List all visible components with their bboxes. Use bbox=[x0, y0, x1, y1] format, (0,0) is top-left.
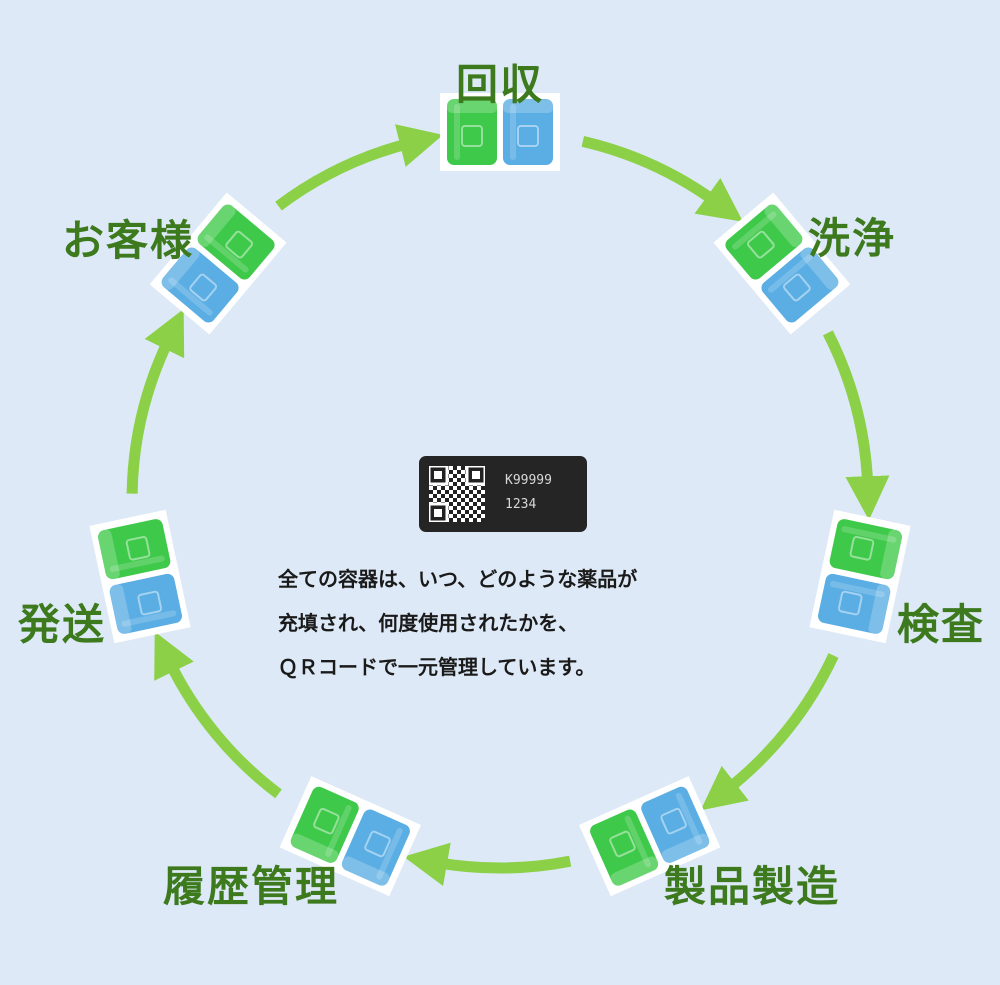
cycle-arrow bbox=[581, 136, 743, 222]
cycle-arrow bbox=[126, 309, 185, 494]
container-pair bbox=[149, 192, 287, 335]
stage-label-inspection: 検査 bbox=[897, 600, 986, 649]
qr-code-icon bbox=[429, 466, 485, 522]
stage-label-collection: 回収 bbox=[456, 60, 545, 109]
description-line-1: 全ての容器は、いつ、どのような薬品が bbox=[278, 567, 638, 591]
stage-label-washing: 洗浄 bbox=[808, 214, 897, 263]
container-pair bbox=[809, 509, 911, 644]
description-line-3: ＱＲコードで一元管理しています。 bbox=[278, 655, 596, 679]
cycle-arrow bbox=[154, 631, 282, 799]
qr-card-number: 1234 bbox=[505, 497, 537, 512]
cycle-arrow bbox=[275, 124, 444, 211]
stage-label-shipping: 発送 bbox=[18, 600, 107, 649]
qr-card-id: K99999 bbox=[505, 473, 552, 488]
cycle-arrow bbox=[700, 653, 839, 811]
container-pair bbox=[279, 776, 421, 897]
container-pair bbox=[440, 93, 560, 171]
container-pair bbox=[579, 776, 721, 897]
description-text: 全ての容器は、いつ、どのような薬品が 充填され、何度使用されたかを、 ＱＲコード… bbox=[278, 557, 758, 689]
cycle-arrow bbox=[403, 842, 572, 886]
cycle-arrow bbox=[822, 330, 890, 521]
container-pair bbox=[713, 192, 851, 335]
stage-label-manufacturing: 製品製造 bbox=[664, 862, 841, 911]
stage-label-history: 履歴管理 bbox=[163, 862, 340, 911]
description-line-2: 充填され、何度使用されたかを、 bbox=[278, 611, 579, 635]
container-pair bbox=[89, 509, 191, 644]
qr-label-card: K99999 1234 bbox=[419, 456, 587, 532]
stage-label-customer: お客様 bbox=[62, 216, 195, 265]
